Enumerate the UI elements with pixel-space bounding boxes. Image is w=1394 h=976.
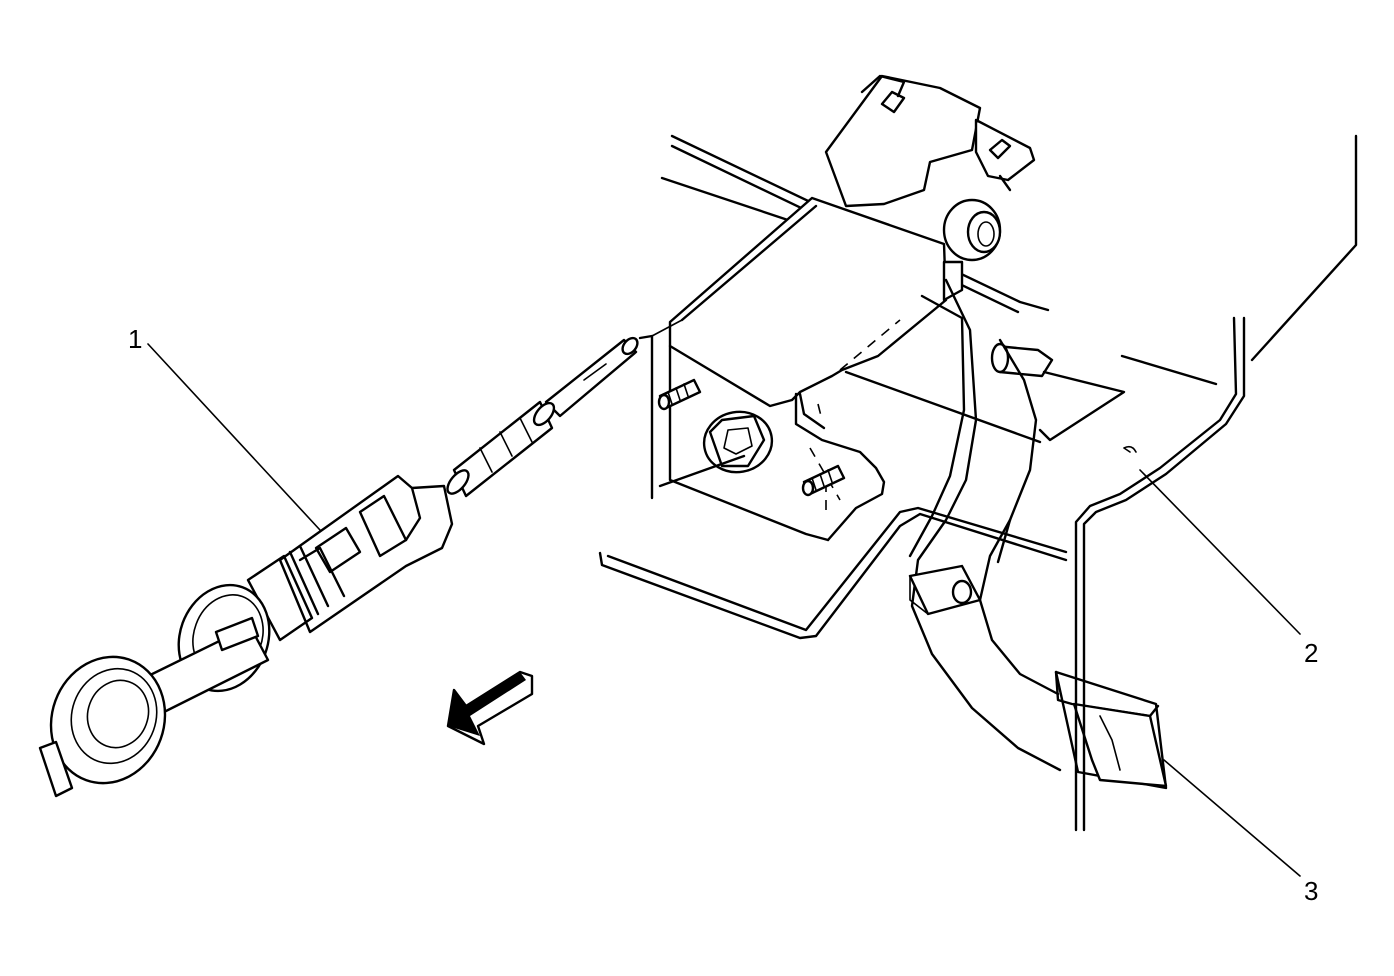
callout-2: 2 [1304, 638, 1318, 668]
pedal-pad [1054, 670, 1168, 790]
brake-line [1074, 316, 1246, 832]
direction-arrow-icon [446, 670, 534, 746]
brake-pedal-arm [908, 278, 1062, 772]
pedal-bracket [638, 74, 1036, 542]
switch-socket [658, 410, 774, 488]
dash-panel [598, 134, 1358, 640]
pivot-bolt [942, 198, 1002, 302]
mounting-studs [657, 342, 1126, 497]
leader-lines [147, 343, 1301, 877]
callout-1: 1 [128, 324, 142, 354]
callout-3: 3 [1304, 876, 1318, 906]
stoplamp-switch [38, 336, 639, 798]
